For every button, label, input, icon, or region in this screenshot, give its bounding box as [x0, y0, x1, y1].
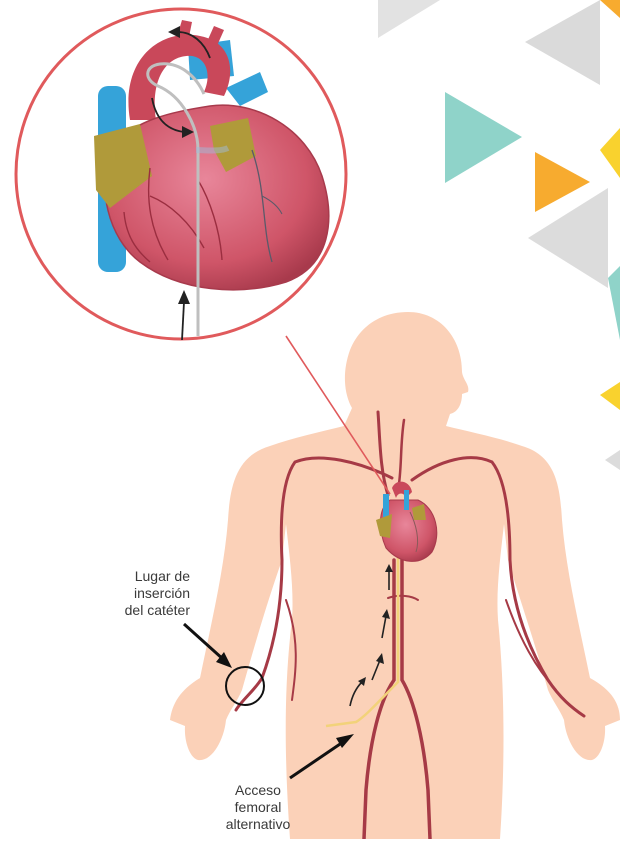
femoral-access-line-1: Acceso — [218, 782, 298, 799]
femoral-access-line-2: femoral — [218, 799, 298, 816]
insertion-site-line-1: Lugar de — [80, 568, 190, 585]
heart-illustration — [16, 9, 346, 339]
insertion-site-line-3: del catéter — [80, 602, 190, 619]
insertion-site-line-2: inserción — [80, 585, 190, 602]
insertion-site-label: Lugar de inserción del catéter — [80, 568, 190, 619]
femoral-access-label: Acceso femoral alternativo — [218, 782, 298, 833]
femoral-access-line-3: alternativo — [218, 816, 298, 833]
